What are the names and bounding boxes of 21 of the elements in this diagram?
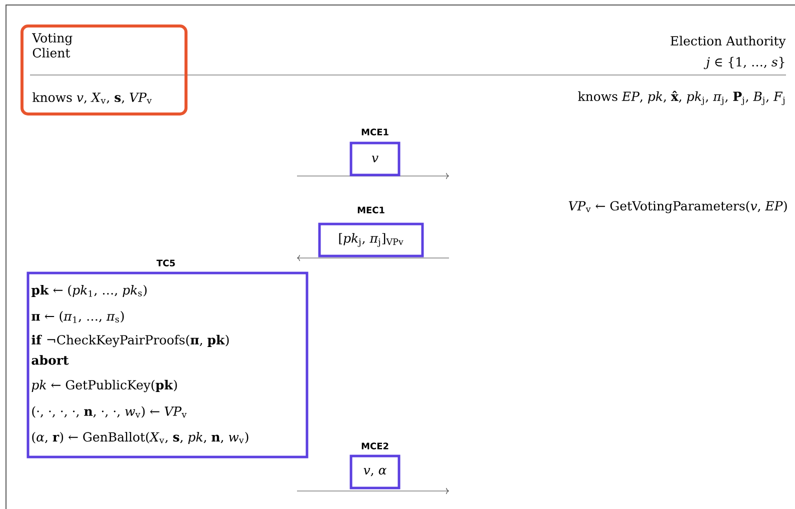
pseudocode-line: pk ← (pk$_{1}$, …, pk$_{s}$) bbox=[31, 284, 147, 298]
knowledge-text: knows EP, pk, x̂, pk$_{j}$, π$_{j}$, P$_{j}$, B$_{j}$, F$_{j}$ bbox=[578, 90, 784, 106]
message-name: MEC1 bbox=[358, 206, 384, 214]
message-name: MCE1 bbox=[362, 128, 388, 136]
knowledge-text: knows v, X$_{v}$, s, VP$_{v}$ bbox=[32, 92, 152, 104]
pseudocode-line: (·, ·, ·, ·, n, ·, ·, w$_{v}$) ← VP$_{v}$ bbox=[32, 406, 187, 418]
participant-name: Voting Client bbox=[32, 33, 72, 58]
participant-name: Election Authority bbox=[670, 36, 786, 48]
message-box: [pk$_{j}$, π$_{j}$]$_{VPv}$ bbox=[318, 222, 424, 258]
message-box: v, α bbox=[350, 454, 400, 490]
pseudocode-line: if ¬CheckKeyPairProofs(π, pk) bbox=[32, 334, 229, 348]
pseudocode-line: (α, r) ← GenBallot(X$_{v}$, s, pk, n, w$_{v}$) bbox=[32, 432, 248, 444]
message-box: v bbox=[350, 142, 400, 176]
message-name: MCE2 bbox=[362, 442, 388, 450]
step-name: TC5 bbox=[156, 260, 175, 266]
index-range: j ∈ {1, …, s} bbox=[704, 56, 784, 70]
pseudocode-line: π ← (π$_{1}$, …, π$_{s}$) bbox=[32, 311, 124, 323]
pseudocode-line: abort bbox=[32, 355, 69, 365]
participant-box bbox=[20, 24, 188, 116]
computation-text: VP$_{v}$ ← GetVotingParameters(v, EP) bbox=[568, 200, 787, 214]
pseudocode-line: pk ← GetPublicKey(pk) bbox=[32, 380, 177, 392]
